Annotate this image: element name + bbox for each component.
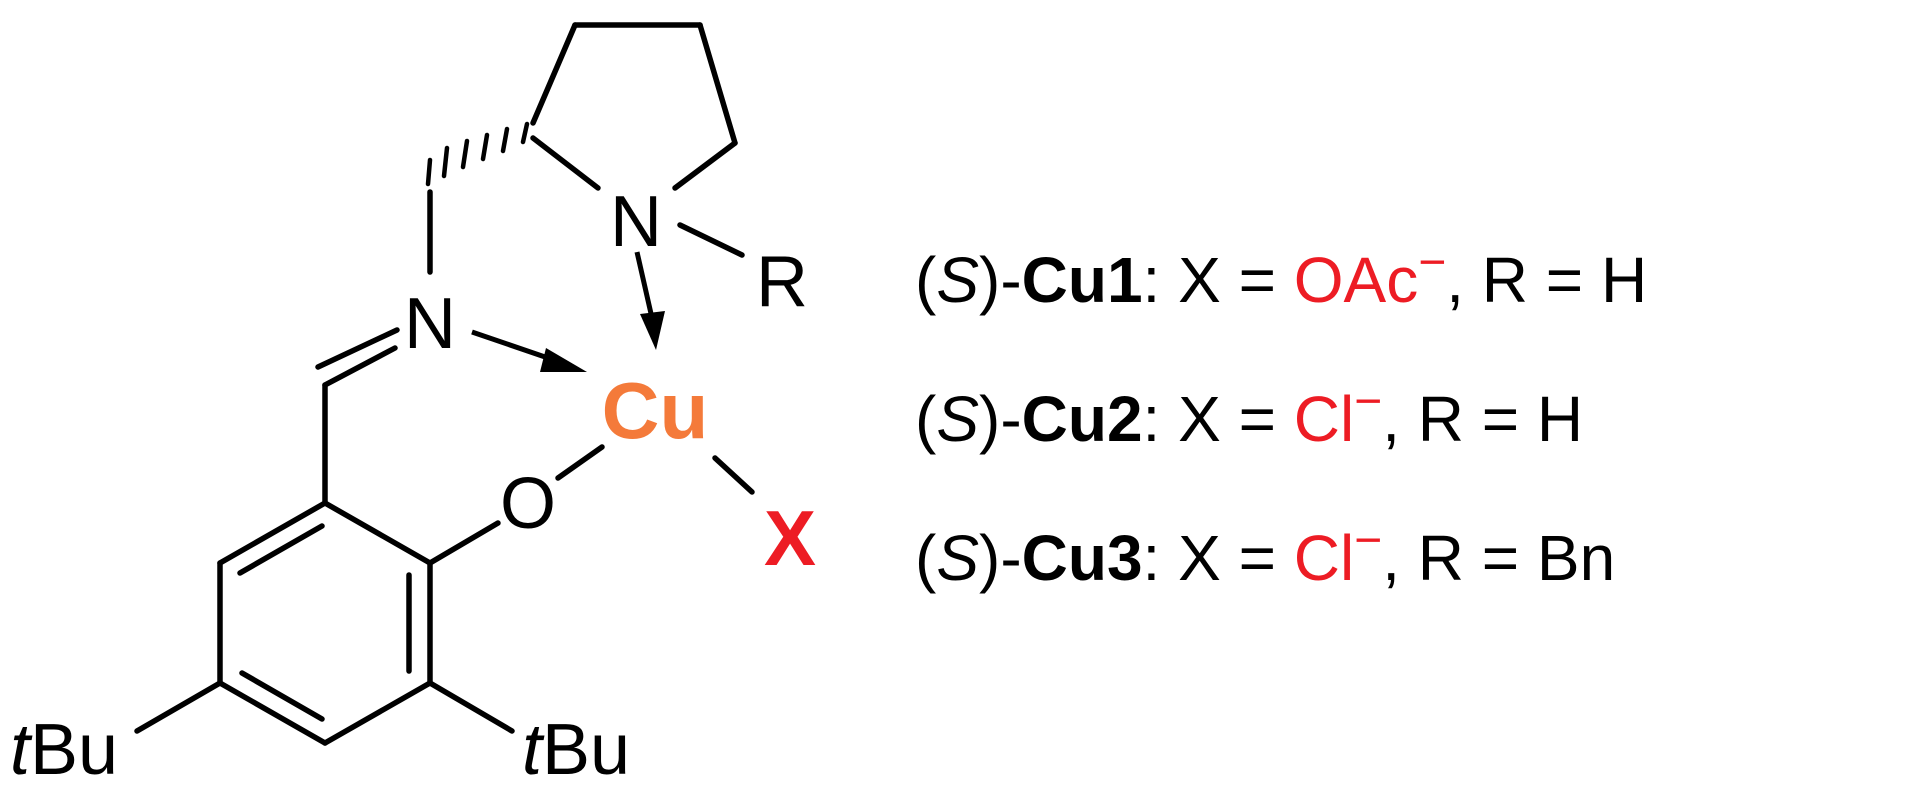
coordination-arrow-n-pyrrolidine xyxy=(634,251,665,350)
anion-charge: − xyxy=(1354,514,1382,567)
hashed-wedge-bond xyxy=(425,121,530,187)
tbu-label-right: tBu xyxy=(522,710,630,790)
config-label: S xyxy=(936,244,979,316)
bond-oxygen-copper xyxy=(555,444,605,481)
bond-tbu-left xyxy=(134,680,223,734)
anion-label: OAc xyxy=(1294,244,1418,316)
atom-oxygen: O xyxy=(500,464,556,544)
atom-x-ligand: X xyxy=(764,494,816,582)
bond-ring-c4-c5 xyxy=(697,22,738,146)
r-text: , R = H xyxy=(1382,383,1583,455)
bond-tbu-right xyxy=(427,680,515,734)
imine-double-bond xyxy=(315,327,400,388)
r-text: , R = Bn xyxy=(1382,522,1615,594)
tbu-bu: Bu xyxy=(542,710,630,790)
bond-copper-x xyxy=(712,455,755,495)
legend-entry-cu1: (S)-Cu1: X = OAc−, R = H xyxy=(915,236,1647,316)
tbu-italic-t: t xyxy=(522,710,545,790)
legend-entry-cu2: (S)-Cu2: X = Cl−, R = H xyxy=(915,375,1583,455)
bond-aryl-oxygen xyxy=(427,520,501,566)
tbu-label-left: tBu xyxy=(10,710,118,790)
anion-label: Cl xyxy=(1294,522,1354,594)
config-label: S xyxy=(936,522,979,594)
bond-ring-c5-n xyxy=(672,140,738,191)
anion-charge: − xyxy=(1354,375,1382,428)
bond-n-r xyxy=(677,222,745,258)
compound-label: Cu3 xyxy=(1022,522,1143,594)
atom-r-group: R xyxy=(756,242,808,322)
compound-label: Cu1 xyxy=(1022,244,1143,316)
anion-label: Cl xyxy=(1294,383,1354,455)
atom-n-pyrrolidine: N xyxy=(610,182,662,262)
atom-copper: Cu xyxy=(602,366,709,455)
anion-charge: − xyxy=(1418,236,1446,289)
r-text: , R = H xyxy=(1446,244,1647,316)
x-prefix: X = xyxy=(1178,522,1294,594)
tbu-bu: Bu xyxy=(30,710,118,790)
compound-legend: (S)-Cu1: X = OAc−, R = H (S)-Cu2: X = Cl… xyxy=(915,236,1647,594)
tbu-italic-t: t xyxy=(10,710,33,790)
pyrrolidine-ring xyxy=(530,22,738,191)
bond-ring-c2-c3 xyxy=(530,22,578,126)
compound-label: Cu2 xyxy=(1022,383,1143,455)
x-prefix: X = xyxy=(1178,244,1294,316)
atom-n-imine: N xyxy=(404,284,456,364)
legend-entry-cu3: (S)-Cu3: X = Cl−, R = Bn xyxy=(915,514,1615,594)
bond-ring-n-c2 xyxy=(530,135,601,191)
aromatic-ring xyxy=(217,500,433,746)
x-prefix: X = xyxy=(1178,383,1294,455)
coordination-arrow-n-imine xyxy=(471,329,587,372)
config-label: S xyxy=(936,383,979,455)
